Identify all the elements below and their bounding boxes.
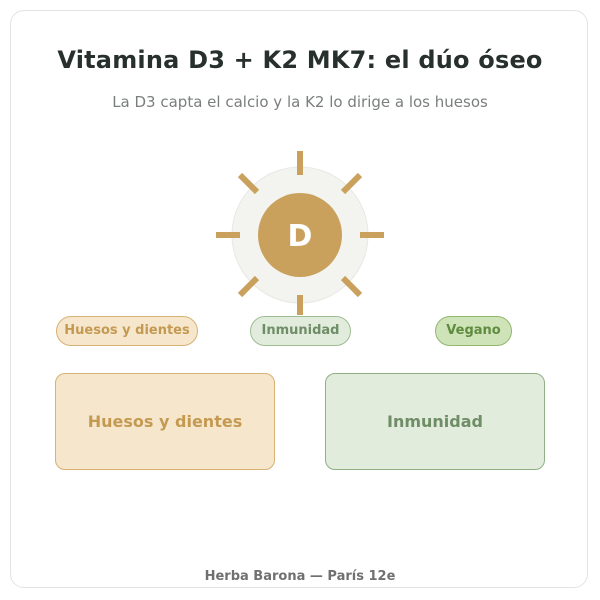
sun-core xyxy=(258,193,342,277)
page-subtitle: La D3 capta el calcio y la K2 lo dirige … xyxy=(112,93,488,111)
panel-huesos-dientes: Huesos y dientes xyxy=(55,373,275,470)
footer-credit: Herba Barona — París 12e xyxy=(204,569,396,584)
sun-ray xyxy=(237,172,260,195)
sun-ray xyxy=(340,275,363,298)
sun-ray xyxy=(237,275,260,298)
sun-rays xyxy=(216,151,384,315)
sun-icon: D xyxy=(216,151,384,315)
tag-huesos-dientes: Huesos y dientes xyxy=(56,316,198,346)
panel-inmunidad: Inmunidad xyxy=(325,373,545,470)
sun-letter: D xyxy=(288,219,313,254)
tag-inmunidad: Inmunidad xyxy=(250,316,351,346)
page-title: Vitamina D3 + K2 MK7: el dúo óseo xyxy=(57,46,543,74)
sun-ray xyxy=(340,172,363,195)
tag-vegano: Vegano xyxy=(435,316,512,346)
